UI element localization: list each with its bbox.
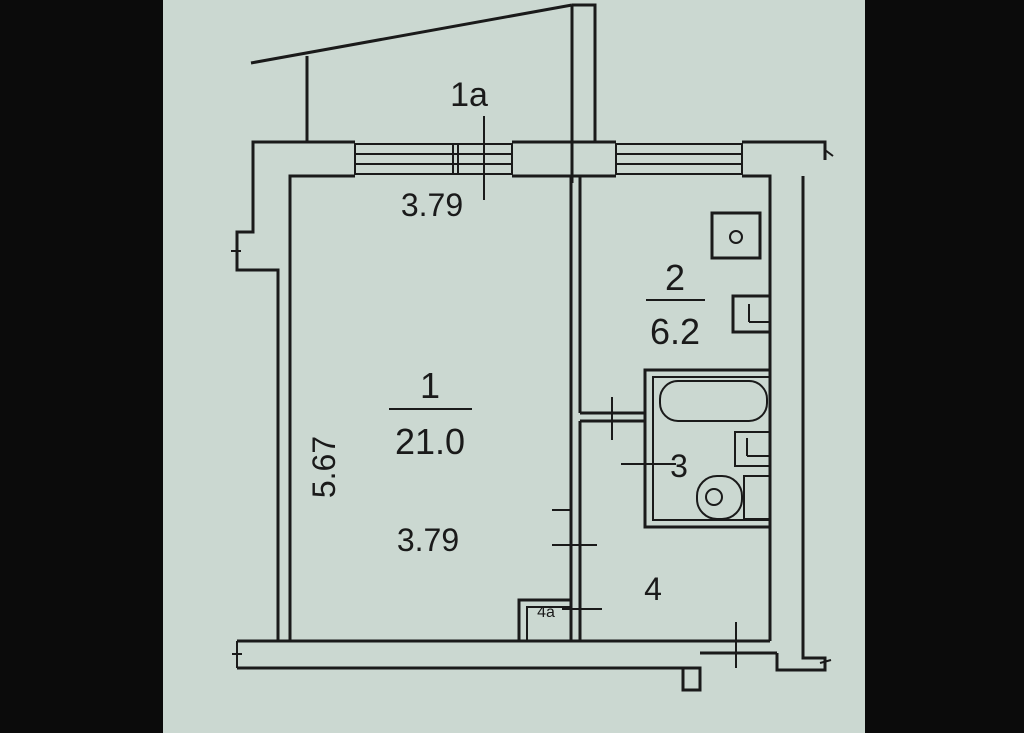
kitchen-fixtures [710, 211, 772, 334]
room-1-width-top: 3.79 [401, 187, 463, 223]
bathroom-3 [621, 368, 772, 529]
kitchen-sink-icon [731, 294, 772, 334]
room-2-area: 6.2 [650, 311, 700, 352]
room-1-length: 5.67 [306, 436, 342, 498]
bathtub-icon [659, 380, 768, 422]
room-1-area: 21.0 [395, 421, 465, 462]
room-3-number: 3 [670, 448, 688, 484]
exterior-walls [231, 140, 834, 692]
room-2-number: 2 [665, 257, 685, 298]
room-1-width-bottom: 3.79 [397, 522, 459, 558]
room-4-number: 4 [644, 571, 662, 607]
room-1-number: 1 [420, 365, 440, 406]
room-1a-label: 1a [450, 76, 488, 114]
window-room-2 [615, 143, 743, 175]
floor-plan-paper [163, 0, 865, 733]
toilet-icon [696, 475, 743, 520]
balcony-1a [250, 3, 597, 183]
interior-partitions [517, 176, 737, 668]
window-room-1 [354, 116, 513, 200]
stove-icon [710, 211, 762, 260]
sink-icon [734, 431, 771, 467]
room-4a-number: 4a [537, 604, 555, 621]
